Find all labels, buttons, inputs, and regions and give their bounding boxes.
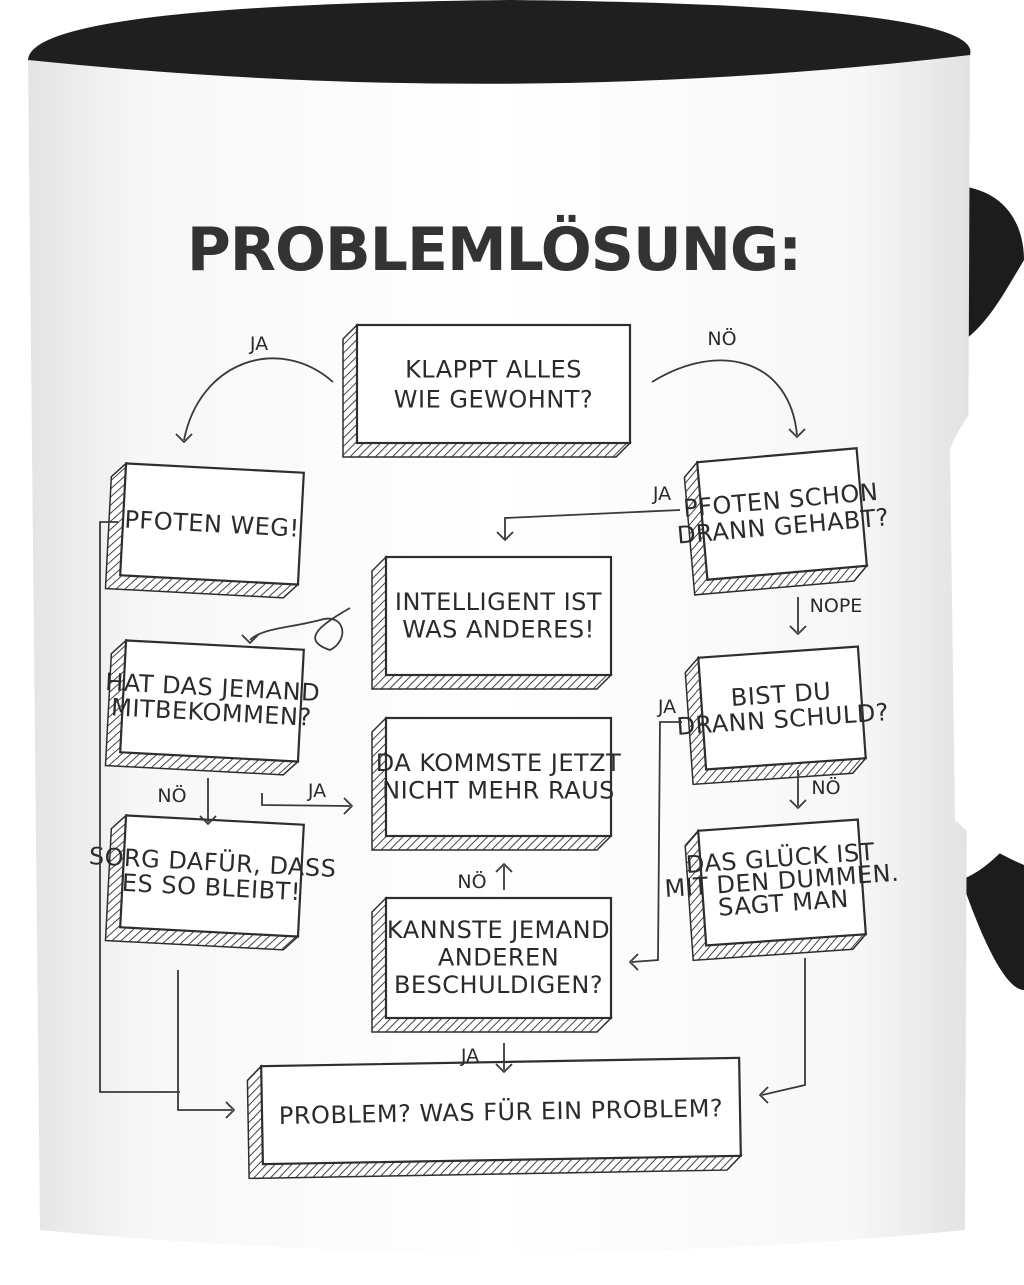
label-noe-noticed: NÖ xyxy=(157,784,186,807)
arrow-start-to-hands-off xyxy=(183,357,334,441)
box-end: PROBLEM? WAS FÜR EIN PROBLEM? xyxy=(246,1056,743,1180)
box-noticed-frame xyxy=(119,639,305,763)
title: PROBLEMLÖSUNG: xyxy=(187,214,801,285)
label-noe-right: NÖ xyxy=(707,327,736,350)
box-keep-it-frame xyxy=(119,814,305,938)
arrow-fault-to-blame xyxy=(631,721,682,963)
arrowhead-end-left xyxy=(225,1101,235,1119)
label-noe-blame: NÖ xyxy=(457,870,486,893)
flowchart-arrows xyxy=(99,357,807,1119)
arrowhead-touched xyxy=(788,428,806,438)
box-luck-frame xyxy=(697,818,867,947)
box-blame-text-2: BESCHULDIGEN? xyxy=(394,971,603,999)
arrowhead-blame xyxy=(629,953,639,971)
box-touched-it-frame xyxy=(695,447,869,581)
arrow-luck-to-end xyxy=(761,958,806,1096)
box-blame-frame xyxy=(384,896,613,1020)
box-blame-text-1: ANDEREN xyxy=(438,944,559,972)
box-no-way-out-frame xyxy=(384,716,613,838)
mug-rim xyxy=(28,0,971,84)
box-hands-off-frame xyxy=(119,462,305,586)
arrowhead-end-right xyxy=(759,1086,769,1104)
box-intelligent-frame xyxy=(384,555,613,677)
label-ja-blame: JA xyxy=(460,1045,479,1067)
arrow-start-to-touched xyxy=(651,359,798,436)
arrow-noticed-to-noway xyxy=(261,793,351,807)
box-blame-text-0: KANNSTE JEMAND xyxy=(387,916,610,944)
label-ja-left: JA xyxy=(249,333,268,355)
arrowhead-noticed xyxy=(241,634,259,644)
arrowhead-intelligent xyxy=(496,531,514,541)
arrowhead-noway xyxy=(343,797,353,815)
label-ja-noticed: JA xyxy=(307,780,326,802)
arrowhead-luck xyxy=(789,799,807,809)
arrowhead-keep xyxy=(199,815,217,825)
arrow-keep-to-end xyxy=(177,970,232,1111)
box-start-frame xyxy=(355,323,632,445)
label-ja-fault: JA xyxy=(657,696,676,718)
box-no-way-out-text-1: NICHT MEHR RAUS xyxy=(382,776,615,804)
box-intelligent-text-0: INTELLIGENT IST xyxy=(395,588,602,616)
label-noe-fault: NÖ xyxy=(811,776,840,799)
box-no-way-out-text-0: DA KOMMSTE JETZT xyxy=(376,749,622,777)
arrowhead-noway-up xyxy=(495,863,513,873)
arrow-hands-off-to-end xyxy=(99,521,180,1093)
flowchart-labels: JA NÖ JA NOPE JA NÖ NÖ JA NÖ JA xyxy=(157,327,862,1067)
label-nope: NOPE xyxy=(810,595,863,617)
box-start-text-0: KLAPPT ALLES xyxy=(405,355,582,383)
arrowhead-end-top xyxy=(495,1063,513,1073)
box-your-fault-frame xyxy=(697,645,867,771)
arrowhead-fault xyxy=(789,625,807,635)
box-hands-off: PFOTEN WEG! xyxy=(104,461,305,599)
label-ja-touched: JA xyxy=(652,483,671,505)
box-start-text-1: WIE GEWOHNT? xyxy=(394,385,593,413)
box-end-frame xyxy=(260,1056,742,1166)
arrow-touched-to-intelligent xyxy=(504,509,681,540)
arrowhead-hands-off xyxy=(175,433,193,443)
arrow-intelligent-to-noticed xyxy=(249,607,351,651)
box-intelligent-text-1: WAS ANDERES! xyxy=(402,615,594,643)
